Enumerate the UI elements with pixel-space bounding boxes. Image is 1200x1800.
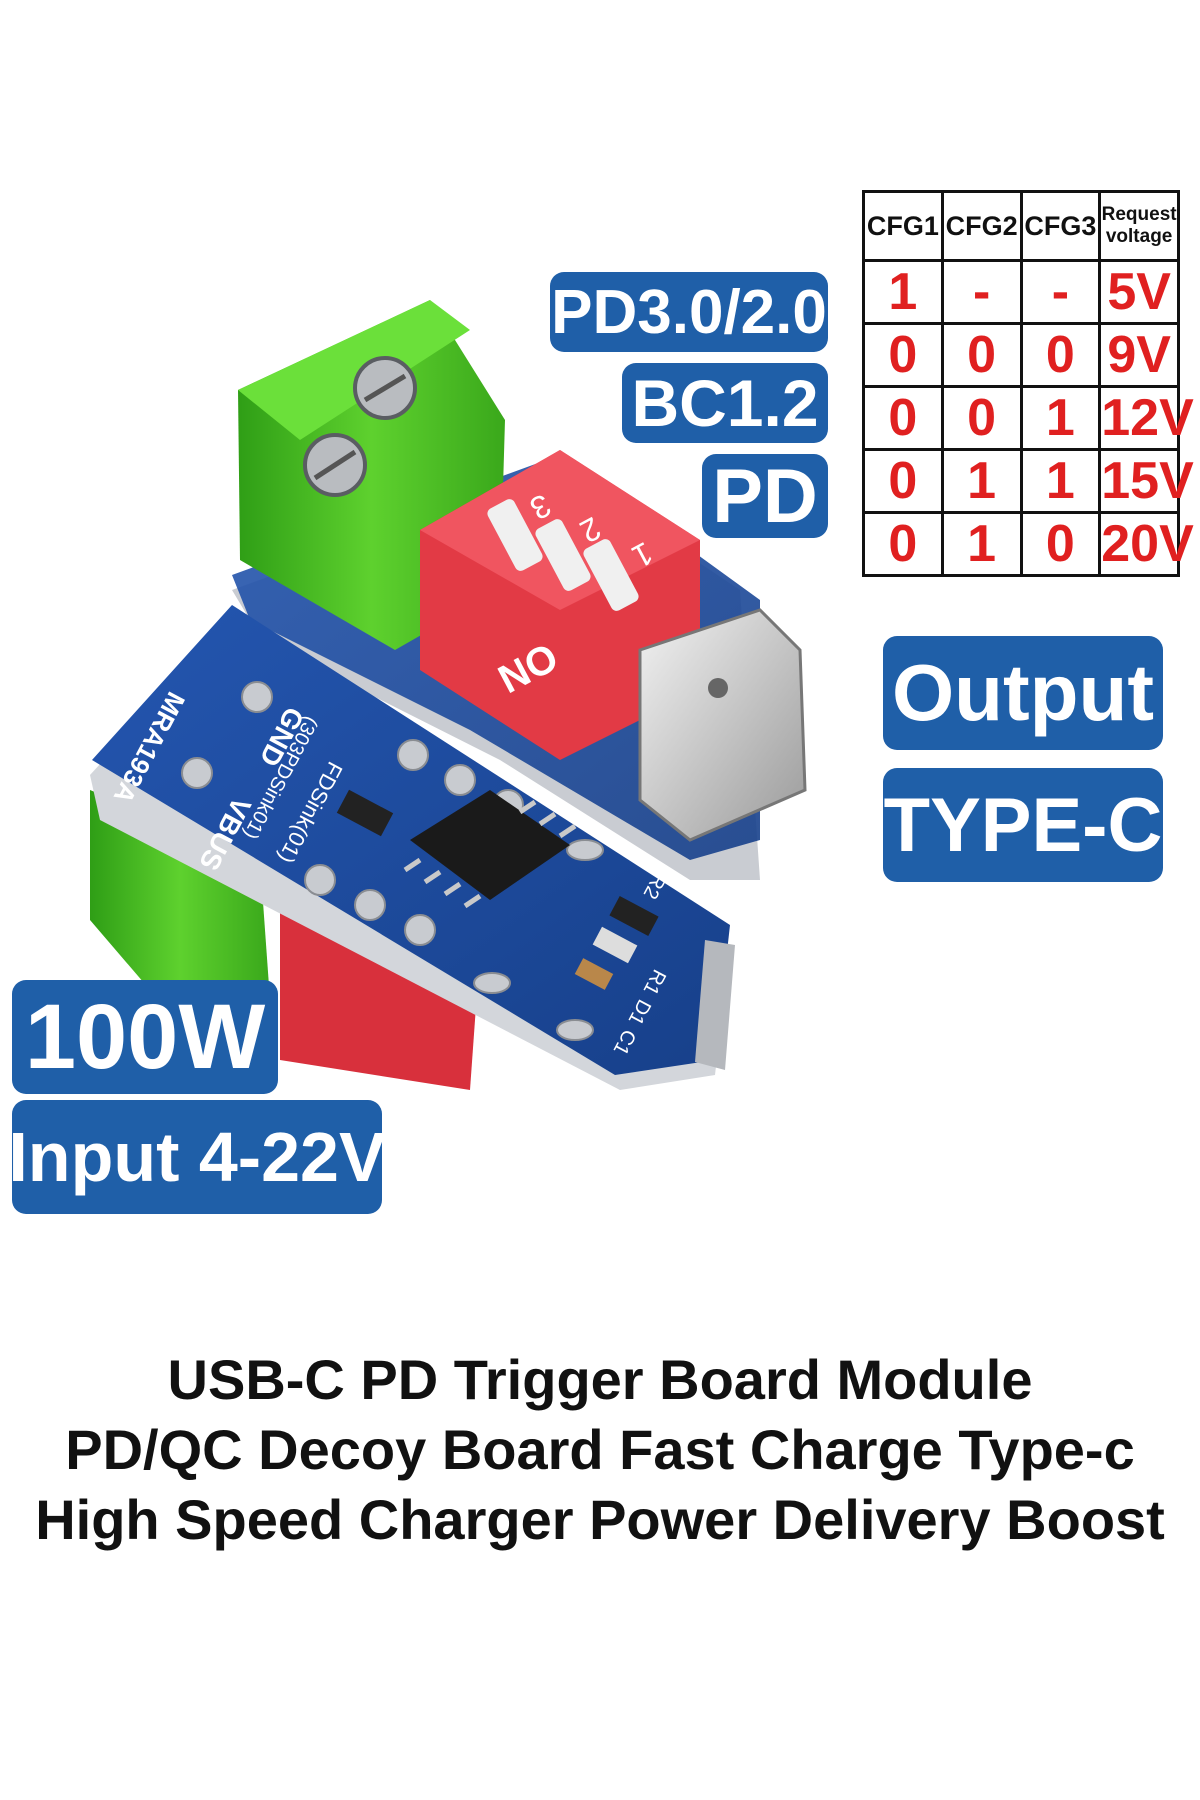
header-request-voltage: Request voltage [1098, 190, 1180, 262]
table-row: 0 1 1 15V [862, 448, 1194, 514]
type-c-badge: TYPE-C [883, 768, 1163, 882]
table-cell: 0 [1019, 511, 1102, 577]
caption-line-3: High Speed Charger Power Delivery Boost [35, 1488, 1165, 1551]
table-cell: 1 [862, 259, 944, 325]
header-cfg2: CFG2 [940, 190, 1023, 262]
table-cell: 1 [940, 511, 1023, 577]
table-cell: 0 [862, 385, 944, 451]
front-usb-c-port [695, 940, 735, 1070]
table-cell: 1 [1019, 448, 1102, 514]
table-cell: 20V [1098, 511, 1194, 577]
table-row: 1 - - 5V [862, 259, 1180, 325]
pd-badge: PD [702, 454, 828, 539]
header-cfg1: CFG1 [862, 190, 944, 262]
table-cell: - [940, 259, 1023, 325]
caption-line-1: USB-C PD Trigger Board Module [167, 1348, 1033, 1411]
output-badge: Output [883, 636, 1163, 750]
table-cell: 1 [940, 448, 1023, 514]
table-cell: 0 [862, 448, 944, 514]
table-cell: 0 [940, 385, 1023, 451]
table-row: 0 1 0 20V [862, 511, 1194, 577]
ic-chip [410, 790, 570, 900]
header-cfg3: CFG3 [1019, 190, 1102, 262]
table-header-row: CFG1 CFG2 CFG3 Request voltage [862, 190, 1180, 262]
table-cell: 15V [1098, 448, 1194, 514]
table-cell: 1 [1019, 385, 1102, 451]
table-cell: 12V [1098, 385, 1194, 451]
front-terminal-block [90, 790, 270, 1000]
usb-c-port [638, 608, 807, 842]
rear-terminal-top [238, 300, 470, 440]
rear-board: ON 1 2 3 [232, 300, 807, 880]
table-cell: 0 [940, 322, 1023, 388]
table-cell: 0 [862, 322, 944, 388]
table-cell: 9V [1098, 322, 1180, 388]
bc-badge: BC1.2 [622, 363, 828, 443]
table-cell: 5V [1098, 259, 1180, 325]
product-caption: USB-C PD Trigger Board Module PD/QC Deco… [0, 1345, 1200, 1555]
table-cell: 0 [1019, 322, 1102, 388]
table-cell: 0 [862, 511, 944, 577]
voltage-config-table: CFG1 CFG2 CFG3 Request voltage 1 - - 5V … [862, 190, 1194, 577]
power-badge: 100W [12, 980, 278, 1094]
table-row: 0 0 0 9V [862, 322, 1180, 388]
input-voltage-badge: Input 4-22V [8, 1100, 386, 1214]
front-board: MRA193A GND VBUS FDSink(01) (303PDSink01… [90, 605, 735, 1090]
caption-line-2: PD/QC Decoy Board Fast Charge Type-c [65, 1418, 1135, 1481]
table-cell: - [1019, 259, 1102, 325]
protocol-badge: PD3.0/2.0 [550, 272, 828, 352]
table-row: 0 0 1 12V [862, 385, 1194, 451]
